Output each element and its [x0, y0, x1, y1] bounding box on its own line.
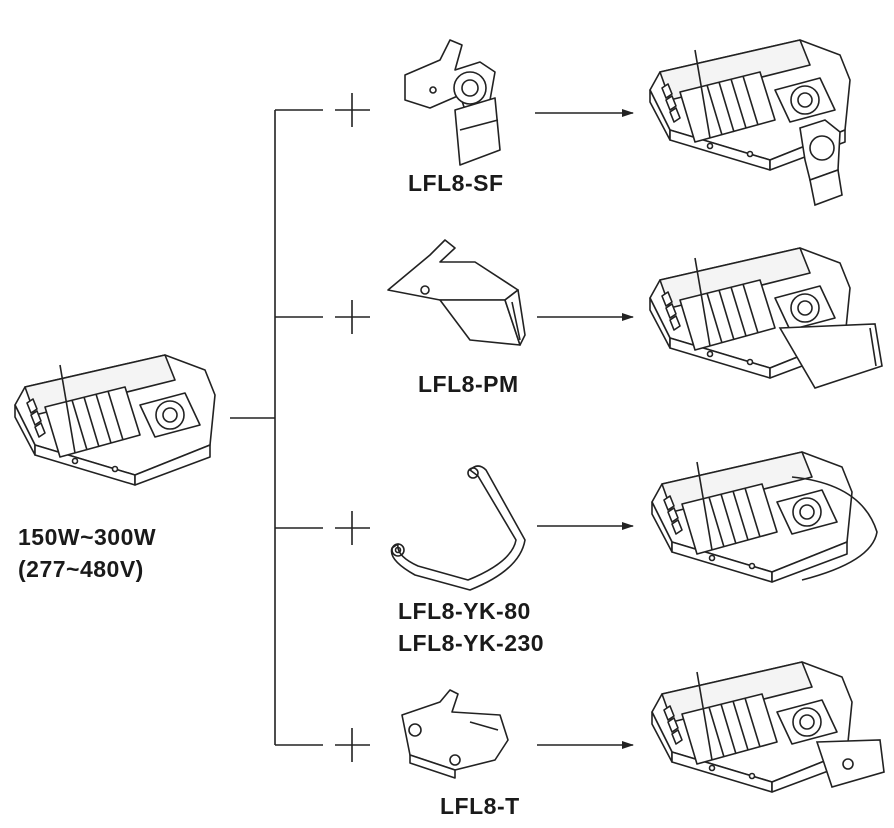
slip-fitter-drawing [404, 39, 501, 166]
model-label-pm: LFL8-PM [418, 371, 519, 397]
assembled-fixture-sf [649, 39, 851, 207]
plus-signs [335, 93, 370, 762]
source-voltage-label: (277~480V) [18, 556, 144, 582]
plus-icon [335, 300, 370, 334]
yoke-drawing [390, 465, 526, 591]
model-label-sf: LFL8-SF [408, 170, 504, 196]
model-label-yk-80: LFL8-YK-80 [398, 598, 531, 624]
model-label-t: LFL8-T [440, 793, 520, 819]
pole-mount-drawing [387, 239, 526, 346]
source-power-label: 150W~300W [18, 524, 157, 550]
model-label-yk-230: LFL8-YK-230 [398, 630, 545, 656]
arrows [535, 109, 634, 749]
plus-icon [335, 93, 370, 127]
assembled-fixture-yk [651, 451, 878, 583]
plus-icon [335, 511, 370, 545]
assembled-fixture-t [651, 661, 885, 793]
connector-lines [230, 109, 323, 746]
assembled-fixture-pm [649, 247, 883, 389]
source-fixture-drawing [14, 354, 216, 486]
trunnion-drawing [401, 689, 509, 779]
plus-icon [335, 728, 370, 762]
